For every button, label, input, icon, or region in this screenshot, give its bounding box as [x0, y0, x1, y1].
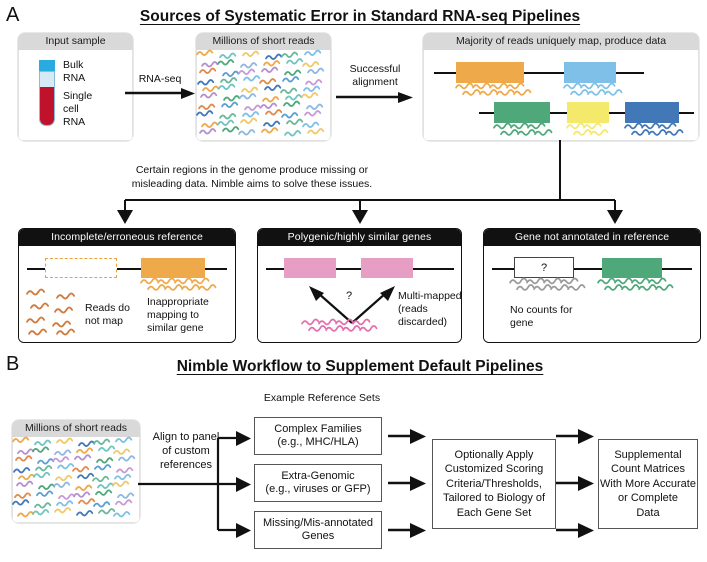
reads-under-green	[493, 122, 553, 136]
gene-box-green-annotated	[602, 258, 662, 278]
reads-swarm-a	[196, 49, 325, 137]
reference-set-box-complex-families[interactable]: Complex Families (e.g., MHC/HLA)	[254, 417, 382, 455]
gene-box-pink-1	[284, 258, 336, 278]
gene-box-dashed-missing	[45, 258, 117, 278]
branch-connector	[117, 140, 623, 224]
gene-box-green	[494, 102, 550, 123]
scoring-criteria-box[interactable]: Optionally Apply Customized Scoring Crit…	[432, 439, 556, 529]
genome-line-1	[434, 72, 644, 74]
gene-box-darkblue	[625, 102, 679, 123]
rnaseq-arrow-icon	[125, 88, 195, 99]
input-sample-card: Input sample Bulk RNA Single cell RNA	[18, 33, 133, 141]
pipeline-note: Certain regions in the genome produce mi…	[131, 164, 373, 190]
reads-swarm-b	[12, 436, 136, 518]
caption-multi-mapped: Multi-mapped (reads discarded)	[398, 290, 462, 328]
genome-line-p2	[266, 268, 454, 270]
reads-under-darkblue	[624, 122, 684, 136]
caption-reads-do-not-map: Reads do not map	[85, 302, 130, 327]
problem-card-not-annotated: Gene not annotated in reference ? No cou…	[483, 228, 701, 343]
genome-line-p1	[27, 268, 227, 270]
reads-discarded-pink	[301, 318, 378, 332]
reads-under-orange	[455, 82, 532, 96]
label-bulk-rna: Bulk RNA	[63, 59, 86, 84]
gene-box-similar-orange	[141, 258, 205, 278]
input-sample-body: Bulk RNA Single cell RNA	[18, 50, 133, 141]
scoring-to-output-arrows-icon	[556, 429, 594, 538]
input-sample-header: Input sample	[18, 33, 133, 50]
uniquely-mapped-header: Majority of reads uniquely map, produce …	[423, 33, 699, 50]
panel-a-title: Sources of Systematic Error in Standard …	[139, 8, 581, 25]
gene-box-lightblue	[564, 62, 616, 83]
successful-alignment-arrow-icon	[336, 92, 413, 103]
reads-counted-green	[597, 277, 674, 291]
problem-3-header: Gene not annotated in reference	[484, 229, 700, 246]
align-to-panel-label: Align to panel of custom references	[152, 431, 220, 471]
reads-under-lightblue	[563, 82, 623, 96]
caption-inappropriate-mapping: Inappropriate mapping to similar gene	[147, 296, 209, 334]
problem-card-incomplete-reference: Incomplete/erroneous reference Reads do …	[18, 228, 236, 343]
uniquely-mapped-card: Majority of reads uniquely map, produce …	[423, 33, 699, 141]
short-reads-body-a	[196, 49, 331, 141]
question-mark-multimap: ?	[346, 290, 353, 302]
genome-line-p3	[492, 268, 692, 270]
label-single-cell-rna: Single cell RNA	[63, 90, 93, 128]
rnaseq-arrow-label: RNA-seq	[138, 73, 182, 85]
short-reads-card-a: Millions of short reads	[196, 33, 331, 141]
panel-a-letter: A	[6, 4, 20, 26]
gene-box-unknown-question: ?	[514, 257, 574, 278]
example-reference-sets-label: Example Reference Sets	[263, 392, 381, 404]
gene-box-pink-2	[361, 258, 413, 278]
successful-alignment-label: Successful alignment	[349, 63, 401, 88]
multimap-arrows-icon	[309, 286, 395, 324]
reads-under-yellow	[566, 122, 609, 136]
short-reads-card-b: Millions of short reads	[12, 420, 140, 523]
panel-b-title: Nimble Workflow to Supplement Default Pi…	[176, 358, 544, 375]
tube-liquid-icon	[40, 87, 54, 125]
reference-set-box-missing-genes[interactable]: Missing/Mis-annotated Genes	[254, 511, 382, 549]
reads-mismapped-orange	[140, 277, 217, 291]
reference-to-scoring-arrows-icon	[388, 429, 426, 538]
gene-box-orange	[456, 62, 524, 83]
reads-uncounted-gray	[509, 277, 586, 291]
split-arrows-icon	[138, 431, 251, 538]
uniquely-mapped-body	[423, 50, 699, 141]
short-reads-header-a: Millions of short reads	[196, 33, 331, 50]
reads-unmapped-scatter	[26, 288, 76, 336]
panel-b-letter: B	[6, 353, 20, 375]
short-reads-header-b: Millions of short reads	[12, 420, 140, 437]
problem-1-body: Reads do not map Inappropriate mapping t…	[19, 246, 235, 342]
short-reads-body-b	[12, 436, 140, 523]
gene-box-yellow	[567, 102, 609, 123]
problem-2-body: ? Multi-mapped (reads discarded)	[258, 246, 461, 342]
problem-3-body: ? No counts for gene	[484, 246, 700, 342]
caption-no-counts: No counts for gene	[510, 304, 573, 329]
reference-set-box-extra-genomic[interactable]: Extra-Genomic (e.g., viruses or GFP)	[254, 464, 382, 502]
tube-body-icon	[39, 71, 55, 126]
tube-cap-icon	[39, 60, 55, 71]
problem-card-polygenic: Polygenic/highly similar genes ? Multi-m…	[257, 228, 462, 343]
problem-2-header: Polygenic/highly similar genes	[258, 229, 461, 246]
problem-1-header: Incomplete/erroneous reference	[19, 229, 235, 246]
output-count-matrices-box[interactable]: Supplemental Count Matrices With More Ac…	[598, 439, 698, 529]
